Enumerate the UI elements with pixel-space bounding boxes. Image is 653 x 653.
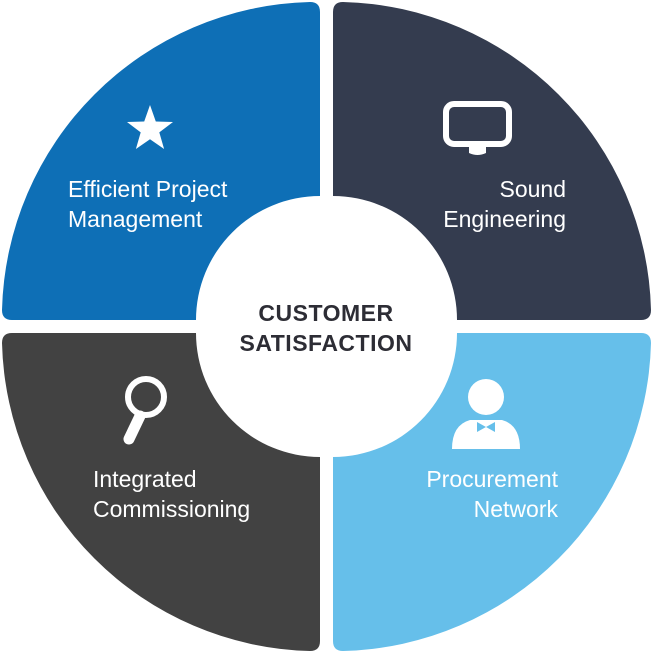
quadrant-bottom-left xyxy=(2,333,320,651)
quadrant-top-left xyxy=(2,2,320,320)
monitor-icon xyxy=(443,101,512,155)
quadrant-bottom-right xyxy=(333,333,651,651)
label-line: Engineering xyxy=(443,206,566,232)
label-line: Efficient Project xyxy=(68,176,228,202)
quadrant-top-right xyxy=(333,2,651,320)
label-line: Sound xyxy=(499,176,566,202)
center-title-line: CUSTOMER xyxy=(258,300,394,326)
person-icon xyxy=(452,379,520,449)
magnifier-icon xyxy=(123,376,167,445)
quadrant-label-top-left: Efficient Project Management xyxy=(68,174,227,234)
quadrant-label-top-right: Sound Engineering xyxy=(443,174,566,234)
quadrant-label-bottom-right: Procurement Network xyxy=(426,464,558,524)
label-line: Commissioning xyxy=(93,496,251,522)
label-line: Management xyxy=(68,206,203,232)
quadrant-label-bottom-left: Integrated Commissioning xyxy=(93,464,250,524)
center-title: CUSTOMER SATISFACTION xyxy=(226,298,426,358)
label-line: Network xyxy=(473,496,558,522)
star-icon xyxy=(127,105,173,149)
center-title-line: SATISFACTION xyxy=(239,330,413,356)
label-line: Procurement xyxy=(426,466,558,492)
label-line: Integrated xyxy=(93,466,197,492)
